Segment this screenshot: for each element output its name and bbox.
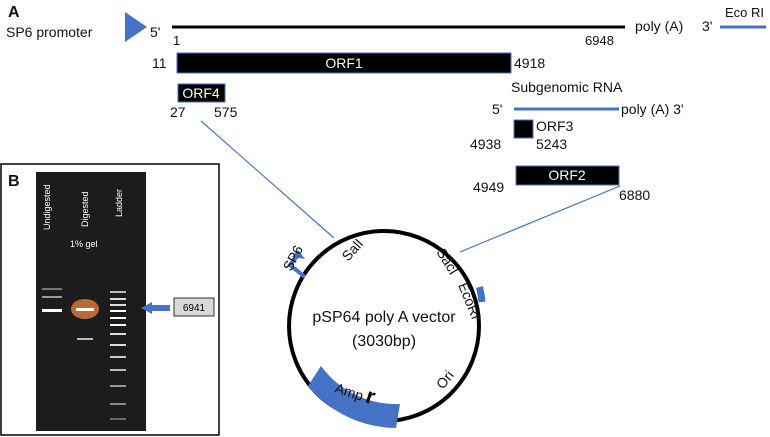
orf2-end-label: 6880 [619,187,650,203]
genome-end-label: 6948 [585,33,614,48]
orf2-start-label: 4949 [473,179,504,195]
ladder-band [110,356,126,358]
ladder-band [110,333,126,335]
subgenomic-polya-label: poly (A) 3' [621,101,684,117]
gel-percent-label: 1% gel [70,239,98,249]
orf4-label: ORF4 [182,85,220,101]
orf4-end-label: 575 [214,104,238,120]
ecori-insert-marker [476,286,486,303]
orf1-end-label: 4918 [514,55,545,71]
orf4-start-label: 27 [170,104,186,120]
ladder-band [110,418,126,420]
connector-line-left [200,120,335,239]
genome-three-prime-label: 3' [702,18,712,34]
orf1-start-label: 11 [152,55,167,71]
orf3-end-label: 5243 [536,136,567,152]
ladder-band [110,298,126,300]
orf4-box [177,83,226,103]
lane-undigested-label: Undigested [42,184,52,230]
genome-start-label: 1 [173,33,180,48]
genome-five-prime-label: 5' [150,24,160,40]
ampr-gene-arc [308,366,400,428]
ecori-site-label: Eco RI [725,5,764,20]
orf3-box [513,119,534,139]
orf1-box [176,52,512,74]
panel-a-label: A [8,4,20,21]
ladder-band [110,403,126,405]
lane-ladder-label: Ladder [114,189,124,217]
ladder-band [110,369,126,371]
band-size-box [173,297,215,317]
genome-polya-label: poly (A) [635,18,683,34]
orf3-label: ORF3 [536,118,574,134]
orf2-box [515,165,620,186]
connector-line-right [459,185,621,253]
vector-saci-label: SacI [433,245,461,277]
ladder-band [110,344,126,346]
gel-band-undigested [42,309,62,312]
orf1-label: ORF1 [325,55,363,71]
band-size-label: 6941 [183,303,206,314]
gel-band [42,288,62,290]
vector-size: (3030bp) [352,333,416,350]
ladder-band [110,317,126,319]
ladder-band [110,291,126,293]
sp6-promoter-arrow-icon [125,12,147,42]
gel-band [42,296,62,298]
panel-b-label: B [8,173,20,190]
ladder-band [110,304,126,306]
sp6-arrow-icon [287,253,307,279]
ladder-band [110,324,126,326]
gel-band [77,338,93,340]
band-pointer-arrow-icon [141,302,170,314]
subgenomic-rna-title: Subgenomic RNA [511,79,623,95]
ladder-band [110,385,126,387]
sp6-arrowhead-icon [292,250,305,259]
orf3-start-label: 4938 [470,136,501,152]
sp6-promoter-label: SP6 promoter [6,24,93,40]
orf2-label: ORF2 [548,167,586,183]
vector-name: pSP64 poly A vector [312,309,456,326]
ladder-band [110,310,126,312]
subgenomic-five-prime-label: 5' [492,101,502,117]
gel-band-digested [76,308,94,311]
lane-digested-label: Digested [80,191,90,227]
